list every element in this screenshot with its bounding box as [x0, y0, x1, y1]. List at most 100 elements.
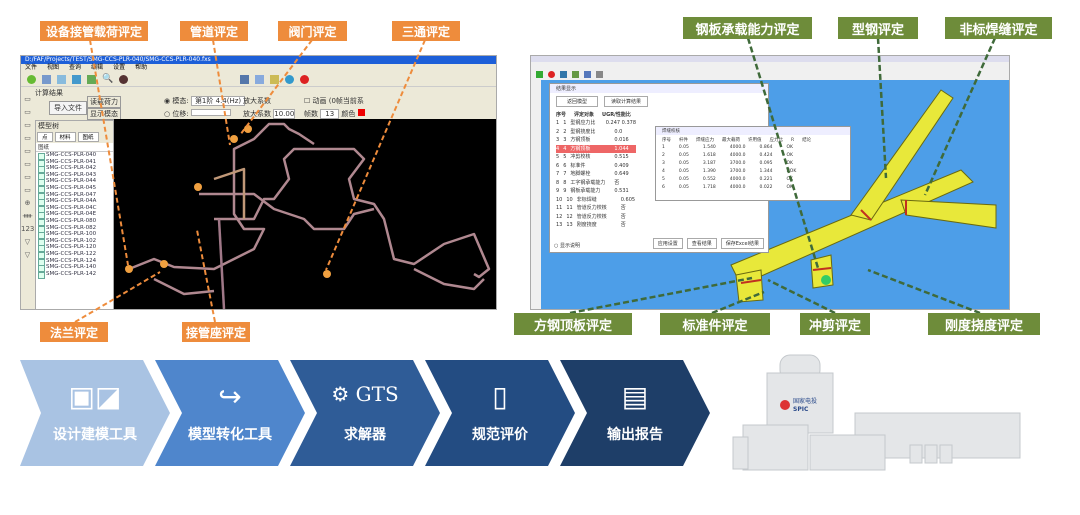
menu-item[interactable]: 帮助	[135, 64, 148, 71]
globe-icon[interactable]	[285, 74, 295, 84]
dialog-button[interactable]: 应用设置	[652, 238, 683, 249]
callout-nonstandard-weld: 非标焊缝评定	[945, 17, 1052, 39]
displacement-radio[interactable]: ○ 位移:	[164, 109, 231, 119]
drawing-list-item[interactable]: SMG-CCS-PLR-041	[36, 159, 113, 167]
drawing-list-item[interactable]: SMG-CCS-PLR-042	[36, 165, 113, 173]
drawing-list-item[interactable]: SMG-CCS-PLR-120	[36, 244, 113, 252]
load-button[interactable]: 读载荷力	[87, 96, 121, 108]
return-model-button[interactable]: 返回模型	[556, 96, 599, 107]
mode-select[interactable]: 第1阶 4.4(Hz)	[190, 96, 246, 106]
table-cell: 12	[566, 213, 573, 220]
toolbar-icon[interactable]	[255, 74, 265, 84]
import-file-button[interactable]: 导入文件	[49, 101, 87, 115]
drawing-list-item[interactable]: SMG-CCS-PLR-122	[36, 251, 113, 259]
pipe-segment	[213, 167, 246, 219]
toolbar-icon[interactable]	[72, 74, 81, 84]
scale-label: 放大系数	[243, 97, 271, 105]
drawing-list-item[interactable]: SMG-CCS-PLR-100	[36, 231, 113, 239]
drawing-list-item[interactable]: SMG-CCS-PLR-043	[36, 172, 113, 180]
table-cell: 钢板承载能力	[570, 188, 601, 194]
menu-item[interactable]: 文件	[25, 64, 38, 71]
drawing-list-item[interactable]: SMG-CCS-PLR-124	[36, 258, 113, 266]
color-label: 颜色	[341, 110, 356, 118]
tree-tab[interactable]: 点	[37, 132, 53, 142]
drawing-list-item[interactable]: SMG-CCS-PLR-102	[36, 238, 113, 246]
toolbar-icon[interactable]	[240, 74, 250, 84]
toolbar-icon[interactable]	[584, 70, 591, 78]
weld-cell: OK	[786, 153, 793, 158]
drawing-list-item[interactable]: SMG-CCS-PLR-04E	[36, 211, 113, 219]
exit-icon[interactable]	[300, 74, 310, 84]
table-header-cell: 评定对象	[574, 112, 595, 118]
menu-item[interactable]: 设置	[113, 64, 126, 71]
toolbar-icon[interactable]	[57, 74, 66, 84]
frames-input[interactable]: 13	[320, 109, 340, 119]
callout-tee: 三通评定	[392, 21, 460, 41]
exit-icon[interactable]	[548, 70, 555, 78]
drawing-list-item[interactable]: SMG-CCS-PLR-045	[36, 185, 113, 193]
report-document-icon: ▤	[621, 380, 649, 413]
mode-radio[interactable]: ◉ 模态: 第1阶 4.4(Hz)	[164, 96, 246, 106]
scale-input[interactable]: 10.00	[273, 109, 296, 119]
weld-cell: OK	[786, 161, 793, 166]
toolbar-icon[interactable]	[536, 70, 543, 78]
drawing-list-item[interactable]: SMG-CCS-PLR-04C	[36, 205, 113, 213]
toolbar-icon[interactable]	[27, 74, 36, 84]
drawing-list-item[interactable]: SMG-CCS-PLR-04A	[36, 198, 113, 206]
toolbar-icon[interactable]	[270, 74, 280, 84]
numbering-icon[interactable]: 123	[21, 225, 35, 233]
drawing-list-item[interactable]: SMG-CCS-PLR-140	[36, 264, 113, 272]
tree-tab[interactable]: 材料	[54, 132, 76, 142]
weld-cell: 4000.0	[729, 185, 746, 190]
drawing-list-item[interactable]: SMG-CCS-PLR-047	[36, 192, 113, 200]
pipe-3d-view[interactable]	[114, 119, 497, 310]
weld-cell: 0.05	[678, 161, 689, 166]
plant-logo-en: SPIC	[793, 406, 809, 413]
toolbar-icon[interactable]	[87, 74, 96, 84]
drawing-list-item[interactable]: SMG-CCS-PLR-080	[36, 218, 113, 226]
toolbar-icon[interactable]	[596, 70, 603, 78]
toolbar-icon[interactable]	[560, 70, 567, 78]
toolbar-icon[interactable]	[42, 74, 51, 84]
color-swatch[interactable]	[357, 109, 365, 116]
read-results-button[interactable]: 读取计算结果	[604, 96, 649, 107]
menu-item[interactable]: 视图	[47, 64, 60, 71]
menu-item[interactable]: 查询	[69, 64, 82, 71]
weld-header-cell: 序号	[662, 138, 671, 143]
dialog-button[interactable]: 查看结果	[686, 238, 717, 249]
search-icon[interactable]: 🔍	[102, 74, 114, 84]
drawing-list-item[interactable]: SMG-CCS-PLR-040	[36, 152, 113, 160]
drawing-list-item[interactable]: SMG-CCS-PLR-044	[36, 178, 113, 186]
tree-tab[interactable]: 图纸	[77, 132, 99, 142]
weld-cell: 4000.0	[729, 153, 746, 158]
weld-header-cell: R	[791, 138, 795, 143]
toolbar-icon[interactable]	[572, 70, 579, 78]
animation-checkbox[interactable]: ☐ 动画 (0帧当前系	[304, 97, 364, 105]
drawing-list-item[interactable]: SMG-CCS-PLR-082	[36, 225, 113, 233]
show-notes-checkbox[interactable]: ○ 显示说明	[554, 243, 580, 249]
dialog-button[interactable]: 保存Excel结果	[720, 238, 764, 249]
drawing-list-item[interactable]: SMG-CCS-PLR-142	[36, 271, 113, 279]
toolbar-icon[interactable]	[119, 74, 129, 84]
menu-item[interactable]: 编辑	[91, 64, 104, 71]
